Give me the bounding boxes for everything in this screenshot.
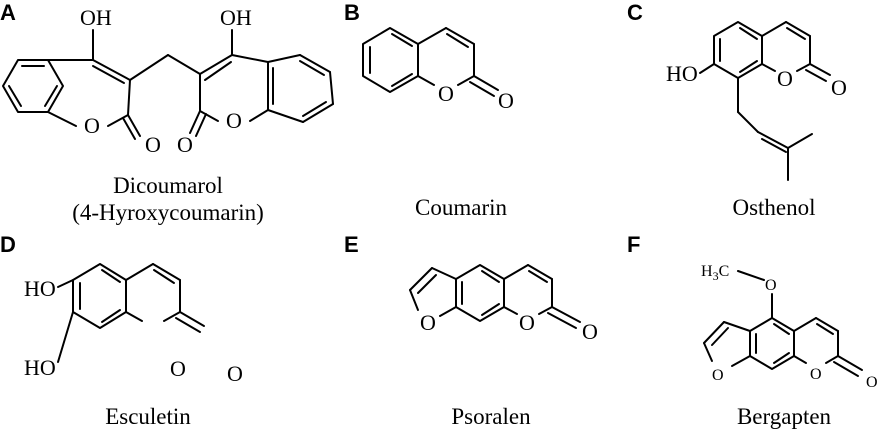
caption-dicoumarol-alt: (4-Hyroxycoumarin) [72,200,264,225]
panel-b: B O O Coumarin [344,0,514,220]
atom-o: O [226,108,242,133]
methyl-label: H3C [701,263,729,283]
atom-ho: HO [24,276,56,301]
panel-f: F H3C O O O [627,232,878,429]
atom-ho: HO [666,61,698,86]
psoralen-structure [409,264,581,329]
atom-o: O [145,132,161,157]
dicoumarol-structure [2,29,334,140]
panel-d: D HO HO O O Esculetin [0,232,243,429]
caption-esculetin: Esculetin [105,404,191,429]
atom-o: O [777,66,793,91]
osthenol-structure [699,21,831,181]
bergapten-structure [703,270,863,377]
caption-coumarin: Coumarin [415,195,507,220]
panel-letter-b: B [344,0,360,25]
atom-o: O [582,319,598,344]
coumarin-structure [362,27,499,97]
atom-o: O [712,367,724,384]
atom-ho: HO [24,355,56,380]
panel-e: E O O O Psoralen [344,232,598,429]
atom-oh: OH [80,5,112,30]
atom-oh: OH [220,5,252,30]
caption-bergapten: Bergapten [737,404,832,429]
atom-o: O [866,374,878,391]
panel-letter-e: E [344,232,359,257]
atom-o: O [831,75,847,100]
atom-o: O [438,81,454,106]
panel-letter-a: A [0,0,16,25]
caption-osthenol: Osthenol [732,195,815,220]
esculetin-structure [57,263,205,363]
atom-o: O [177,132,193,157]
atom-o: O [84,113,100,138]
panel-a: A [0,0,334,225]
atom-o: O [765,277,777,294]
atom-o: O [810,366,822,383]
atom-o: O [170,356,186,381]
caption-dicoumarol: Dicoumarol [113,173,223,198]
atom-o: O [498,88,514,113]
atom-o: O [519,310,535,335]
panel-letter-d: D [0,232,16,257]
panel-letter-f: F [627,232,640,257]
caption-psoralen: Psoralen [451,404,531,429]
panel-c: C HO O O Osthenol [627,0,847,220]
atom-o: O [227,361,243,386]
atom-o: O [420,310,436,335]
panel-letter-c: C [627,0,643,25]
